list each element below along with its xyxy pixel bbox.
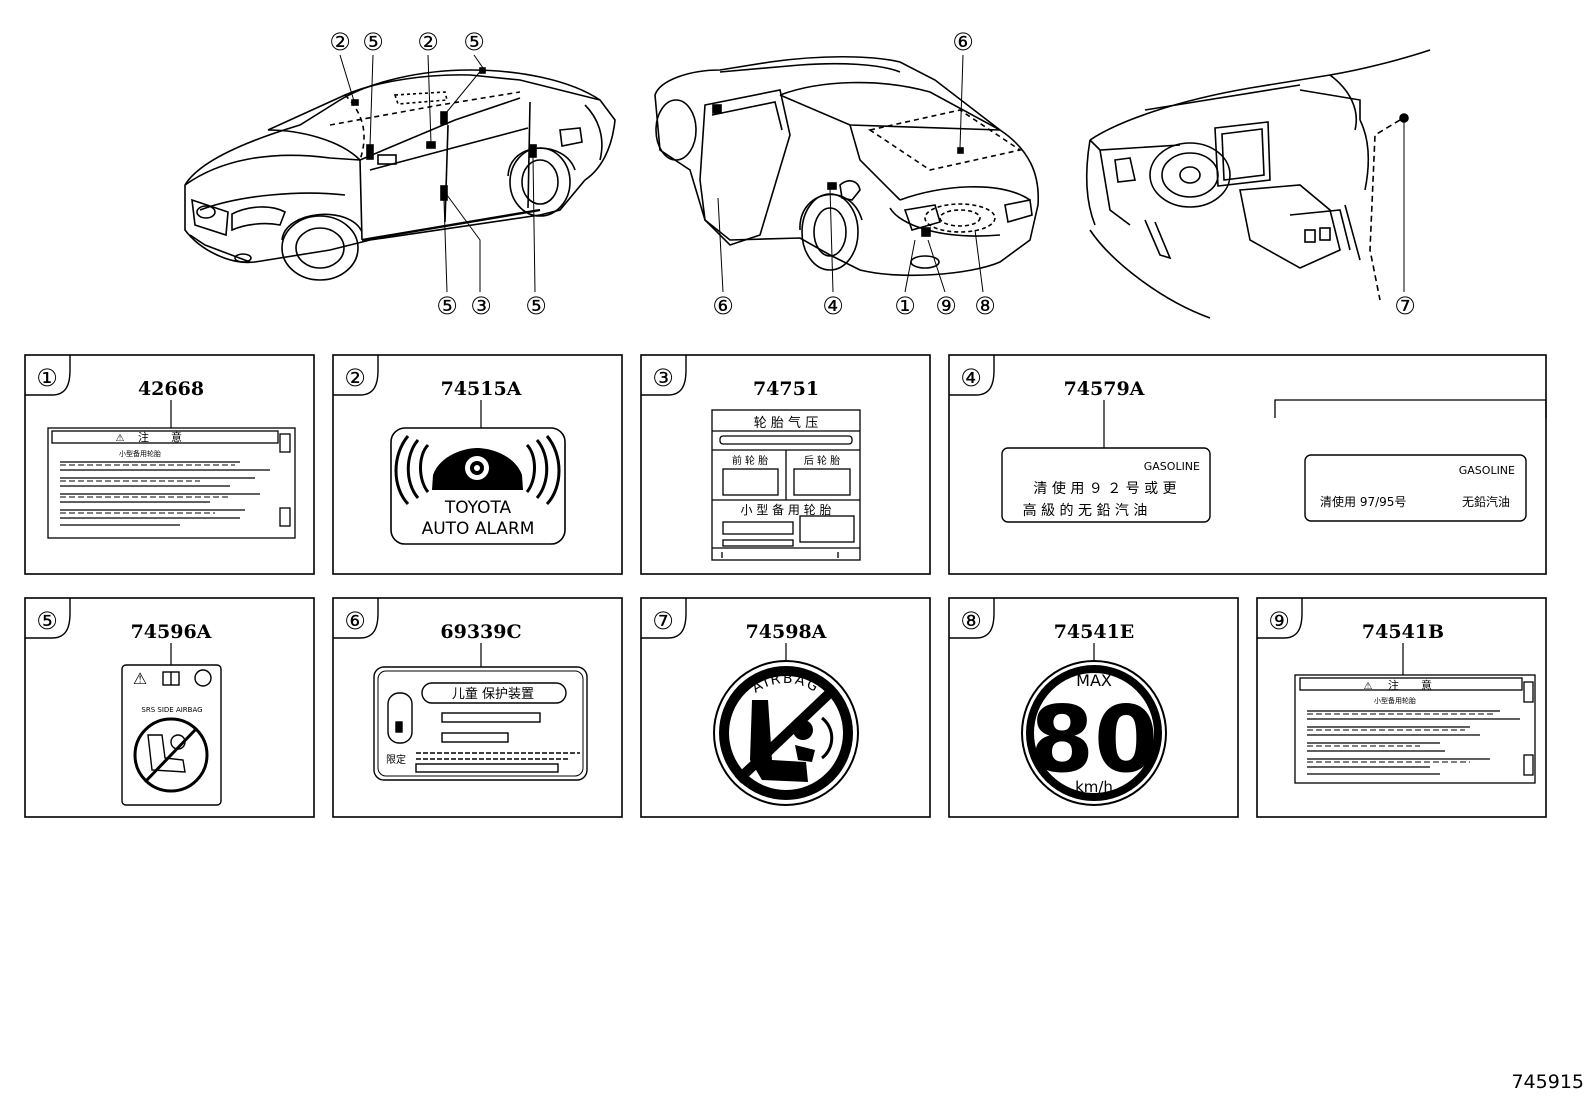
car-rear-view <box>654 54 1040 293</box>
tire-spare: 小 型 备 用 轮 胎 <box>740 503 831 517</box>
panel-5: ⑤ 74596A ⚠ SRS SIDE AIRBAG <box>24 597 315 818</box>
callout-number: ② <box>329 28 351 56</box>
speed-limit-label: MAX 80 km/h <box>1021 660 1167 806</box>
callout-number: ③ <box>470 292 492 320</box>
part-number: 74541E <box>1054 621 1135 643</box>
part-number: 74751 <box>753 378 819 400</box>
panel-number: ⑦ <box>652 607 674 635</box>
part-number: 69339C <box>440 621 521 643</box>
gasoline-text: 高 級 的 无 鉛 汽 油 <box>1023 502 1148 519</box>
gasoline-text: 清 使 用 ９ ２ 号 或 更 <box>1033 480 1176 497</box>
callout-number: ② <box>417 28 439 56</box>
caution-label-42668 <box>47 427 296 539</box>
panel-number: ③ <box>652 364 674 392</box>
panel-6: ⑥ 69339C 儿童 保护装置 限定 <box>332 597 623 818</box>
gasoline-label-a: GASOLINE 清 使 用 ９ ２ 号 或 更 高 級 的 无 鉛 汽 油 <box>1001 447 1211 523</box>
auto-alarm-label: TOYOTA AUTO ALARM <box>390 427 566 545</box>
child-title: 儿童 保护装置 <box>452 686 534 702</box>
warning-icon: ⚠ <box>1364 681 1373 692</box>
tire-title: 轮 胎 气 压 <box>754 415 818 431</box>
panel-3: ③ 74751 轮 胎 气 压 前 轮 胎 后 轮 胎 小 型 备 用 轮 胎 <box>640 354 931 575</box>
part-number: 42668 <box>138 378 204 400</box>
srs-text: SRS SIDE AIRBAG <box>141 706 202 714</box>
panel-number: ⑨ <box>1268 607 1290 635</box>
panel-number: ④ <box>960 364 982 392</box>
callout-number: ⑤ <box>436 292 458 320</box>
car-rear-callouts: ⑥ ⑥ ④ ① ⑨ ⑧ <box>712 28 996 320</box>
caution-label-74541b <box>1294 674 1536 784</box>
interior-view <box>1085 49 1431 319</box>
tire-front: 前 轮 胎 <box>732 454 768 467</box>
panel-number: ⑧ <box>960 607 982 635</box>
caution-subtitle: 小型备用轮胎 <box>1374 696 1416 705</box>
gasoline-brand: GASOLINE <box>1144 460 1200 473</box>
caution-title: 注 意 <box>1388 678 1432 692</box>
alarm-brand: TOYOTA <box>444 498 512 518</box>
callout-number: ⑧ <box>974 292 996 320</box>
child-restraint-label <box>373 666 588 781</box>
callout-number: ⑥ <box>952 28 974 56</box>
callout-number: ⑤ <box>362 28 384 56</box>
figure-number: 745915 <box>1511 1071 1584 1093</box>
panel-1: ① 42668 注 意 小型备用轮胎 ⚠ <box>24 354 315 575</box>
panel-number: ⑥ <box>344 607 366 635</box>
child-label: 限定 <box>386 753 406 766</box>
speed-value: 80 <box>1030 686 1158 793</box>
airbag-warning-label: AIRBAG <box>713 660 859 806</box>
panel-number: ① <box>36 364 58 392</box>
panel-9: ⑨ 74541B ⚠ 注 意 小型备用轮胎 <box>1256 597 1547 818</box>
tire-rear: 后 轮 胎 <box>804 454 840 467</box>
callout-number: ① <box>894 292 916 320</box>
part-number: 74579A <box>1064 378 1145 400</box>
callout-number: ⑨ <box>935 292 957 320</box>
panel-8: ⑧ 74541E MAX 80 km/h <box>948 597 1239 818</box>
warning-icon: ⚠ <box>116 433 125 444</box>
caution-title: 注 意 <box>138 430 182 444</box>
panel-2: ② 74515A TOYOTA AUTO ALARM <box>332 354 623 575</box>
car-front-callouts: ② ⑤ ② ⑤ ⑤ ③ ⑤ <box>329 28 547 320</box>
gasoline-text: 清使用 97/95号 <box>1320 494 1406 509</box>
caution-subtitle: 小型备用轮胎 <box>119 449 161 458</box>
panel-number: ⑤ <box>36 607 58 635</box>
part-number: 74515A <box>441 378 522 400</box>
car-front-view <box>184 54 616 293</box>
callout-number: ④ <box>822 292 844 320</box>
callout-number: ⑦ <box>1394 292 1416 320</box>
gasoline-label-b: GASOLINE 清使用 97/95号 无鉛汽油 <box>1304 454 1527 522</box>
interior-callouts: ⑦ <box>1394 292 1416 320</box>
gasoline-brand: GASOLINE <box>1459 464 1515 477</box>
gasoline-text: 无鉛汽油 <box>1462 494 1510 509</box>
callout-number: ⑥ <box>712 292 734 320</box>
tire-pressure-label <box>711 409 861 561</box>
panel-4: ④ 74579A GASOLINE 清 使 用 ９ ２ 号 或 更 高 級 的 … <box>948 354 1547 575</box>
speed-max: MAX <box>1076 671 1112 690</box>
speed-unit: km/h <box>1075 778 1113 796</box>
part-number: 74541B <box>1362 621 1444 643</box>
part-number: 74598A <box>746 621 827 643</box>
panel-number: ② <box>344 364 366 392</box>
side-airbag-label: ⚠ SRS SIDE AIRBAG <box>121 664 222 806</box>
alarm-text: AUTO ALARM <box>422 519 535 539</box>
panel-7: ⑦ 74598A AIRBAG <box>640 597 931 818</box>
callout-number: ⑤ <box>463 28 485 56</box>
warning-icon: ⚠ <box>133 669 147 688</box>
callout-number: ⑤ <box>525 292 547 320</box>
part-number: 74596A <box>131 621 212 643</box>
